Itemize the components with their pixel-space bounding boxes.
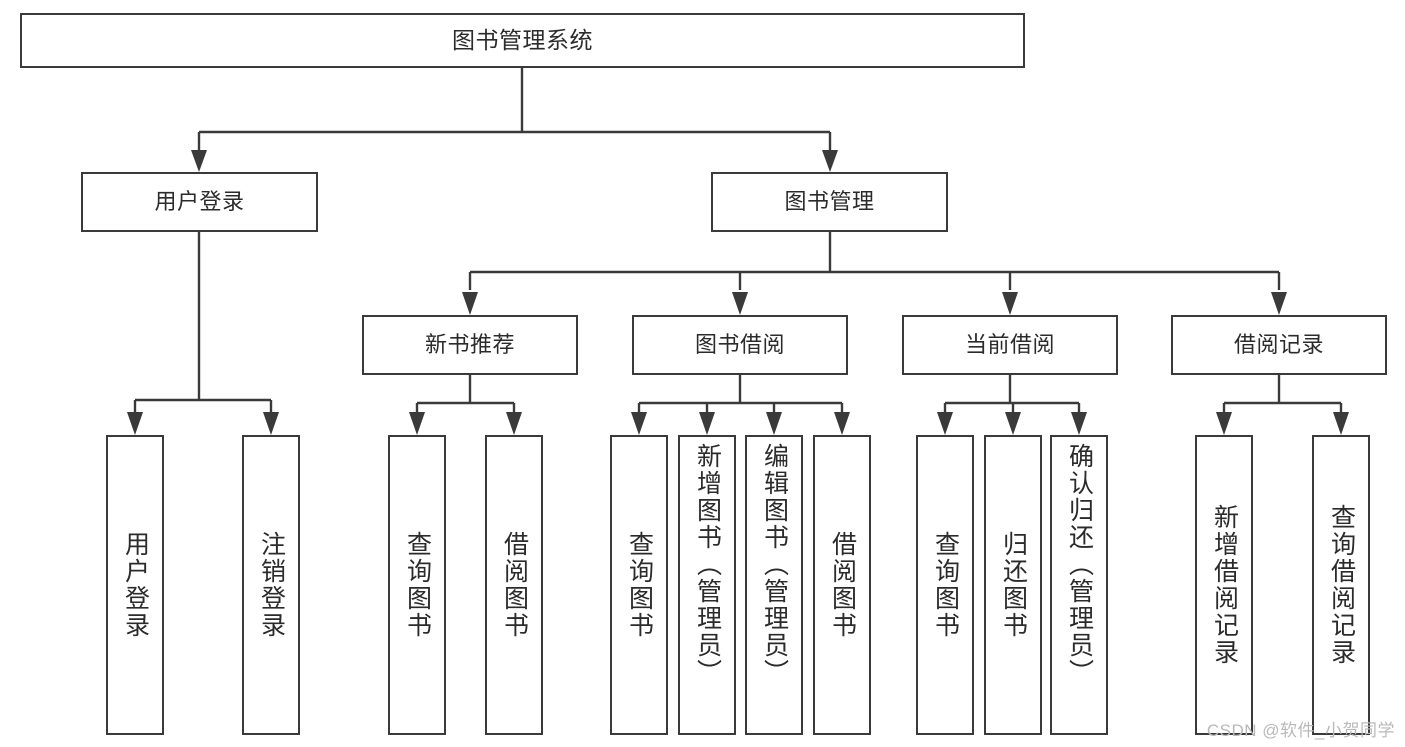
node-label: 用户登录: [154, 189, 245, 215]
node-label: 图书管理系统: [452, 27, 593, 54]
node-label: 新书推荐: [424, 332, 515, 358]
leaf-user-login[interactable]: 用户登录: [106, 435, 164, 735]
node-label: 编辑图书（管理员）: [760, 443, 789, 686]
node-label: 当前借阅: [964, 332, 1055, 358]
node-user-login[interactable]: 用户登录: [81, 172, 318, 232]
leaf-return-book[interactable]: 归还图书: [984, 435, 1042, 735]
node-label: 归还图书: [999, 531, 1028, 639]
node-label: 图书借阅: [694, 332, 785, 358]
leaf-add-book[interactable]: 新增图书（管理员）: [678, 435, 736, 735]
node-label: 查询图书: [625, 531, 654, 639]
node-borrow-record[interactable]: 借阅记录: [1171, 315, 1387, 375]
node-label: 注销登录: [257, 531, 286, 639]
leaf-user-logout[interactable]: 注销登录: [242, 435, 300, 735]
leaf-borrow-book-1[interactable]: 借阅图书: [485, 435, 543, 735]
node-label: 新增借阅记录: [1210, 504, 1239, 666]
node-label: 确认归还（管理员）: [1065, 443, 1094, 686]
node-label: 借阅图书: [828, 531, 857, 639]
leaf-query-book-1[interactable]: 查询图书: [388, 435, 446, 735]
leaf-borrow-book-2[interactable]: 借阅图书: [813, 435, 871, 735]
leaf-confirm-return[interactable]: 确认归还（管理员）: [1050, 435, 1108, 735]
leaf-add-record[interactable]: 新增借阅记录: [1195, 435, 1253, 735]
node-label: 借阅图书: [500, 531, 529, 639]
node-root-system[interactable]: 图书管理系统: [20, 13, 1025, 68]
watermark: CSDN @软件_小贺同学: [1206, 721, 1395, 740]
leaf-query-record[interactable]: 查询借阅记录: [1312, 435, 1370, 735]
leaf-query-book-2[interactable]: 查询图书: [610, 435, 668, 735]
node-label: 查询图书: [931, 531, 960, 639]
node-label: 借阅记录: [1233, 332, 1324, 358]
node-label: 查询图书: [403, 531, 432, 639]
node-new-book-recommend[interactable]: 新书推荐: [362, 315, 578, 375]
node-book-borrow[interactable]: 图书借阅: [632, 315, 848, 375]
leaf-query-book-3[interactable]: 查询图书: [916, 435, 974, 735]
node-book-manage[interactable]: 图书管理: [711, 172, 948, 232]
leaf-edit-book[interactable]: 编辑图书（管理员）: [745, 435, 803, 735]
node-label: 图书管理: [784, 189, 875, 215]
node-label: 用户登录: [121, 531, 150, 639]
node-current-borrow[interactable]: 当前借阅: [902, 315, 1118, 375]
node-label: 查询借阅记录: [1327, 504, 1356, 666]
node-label: 新增图书（管理员）: [693, 443, 722, 686]
